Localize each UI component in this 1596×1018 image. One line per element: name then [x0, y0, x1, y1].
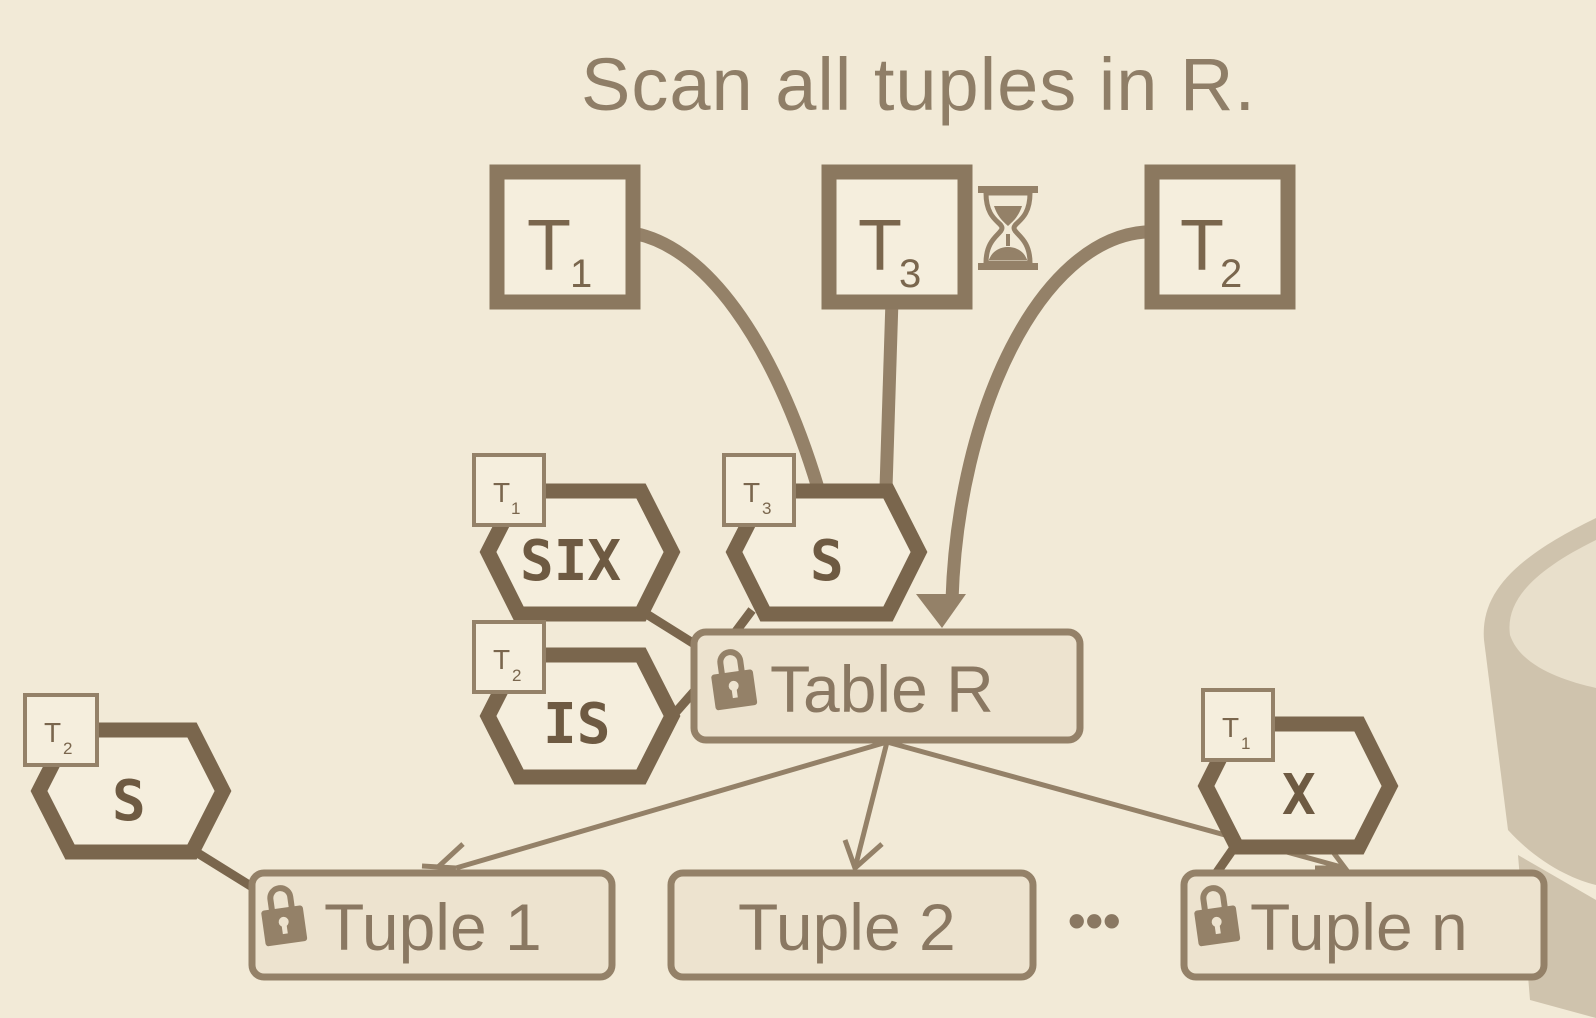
- svg-text:3: 3: [762, 499, 771, 518]
- badge-s-tuple-owner: T 2: [23, 693, 99, 767]
- transaction-t1[interactable]: T 1: [489, 164, 641, 310]
- svg-text:T: T: [44, 717, 61, 748]
- lock-x-tuple-mode: X: [1282, 763, 1316, 828]
- badge-six-owner: T 1: [472, 453, 546, 527]
- svg-text:2: 2: [1220, 252, 1242, 296]
- diagram-title: Scan all tuples in R.: [581, 43, 1256, 126]
- tuple-2-label: Tuple 2: [738, 890, 956, 964]
- tuple-1-label: Tuple 1: [324, 890, 542, 964]
- svg-text:T: T: [1222, 712, 1239, 743]
- badge-x-tuple-owner: T 1: [1201, 688, 1275, 762]
- svg-text:T: T: [493, 644, 510, 675]
- tuple-node-n[interactable]: Tuple n: [1180, 869, 1548, 981]
- svg-text:1: 1: [1241, 734, 1250, 753]
- svg-text:1: 1: [511, 499, 520, 518]
- table-node[interactable]: Table R: [690, 628, 1084, 744]
- t2-connector: [945, 225, 1146, 601]
- svg-text:2: 2: [63, 739, 72, 758]
- hourglass-icon: [978, 186, 1038, 270]
- svg-text:3: 3: [899, 252, 921, 296]
- tuple-node-1[interactable]: Tuple 1: [248, 869, 616, 981]
- lock-s-tuple-mode: S: [112, 769, 146, 834]
- transaction-t2[interactable]: T 2: [1144, 164, 1296, 310]
- transaction-t3[interactable]: T 3: [821, 164, 973, 310]
- svg-text:1: 1: [570, 252, 592, 296]
- t1-connector: [624, 225, 825, 490]
- svg-text:2: 2: [512, 666, 521, 685]
- svg-text:T: T: [1180, 206, 1224, 286]
- svg-text:T: T: [527, 206, 571, 286]
- lock-s-table-mode: S: [810, 529, 844, 594]
- tuple-node-2[interactable]: Tuple 2: [667, 869, 1037, 981]
- lock-is-mode: IS: [543, 692, 610, 757]
- t2-arrowhead: [916, 594, 966, 628]
- svg-text:T: T: [743, 477, 760, 508]
- t3-connector: [879, 299, 899, 489]
- table-label: Table R: [770, 652, 994, 726]
- tuple-n-label: Tuple n: [1250, 890, 1468, 964]
- badge-s-table-owner: T 3: [722, 453, 796, 527]
- transaction-connectors: [624, 225, 1146, 601]
- svg-text:T: T: [493, 477, 510, 508]
- tuple-ellipsis: •••: [1068, 893, 1121, 949]
- svg-text:T: T: [858, 206, 902, 286]
- lock-six-mode: SIX: [520, 529, 621, 594]
- badge-is-owner: T 2: [472, 620, 546, 694]
